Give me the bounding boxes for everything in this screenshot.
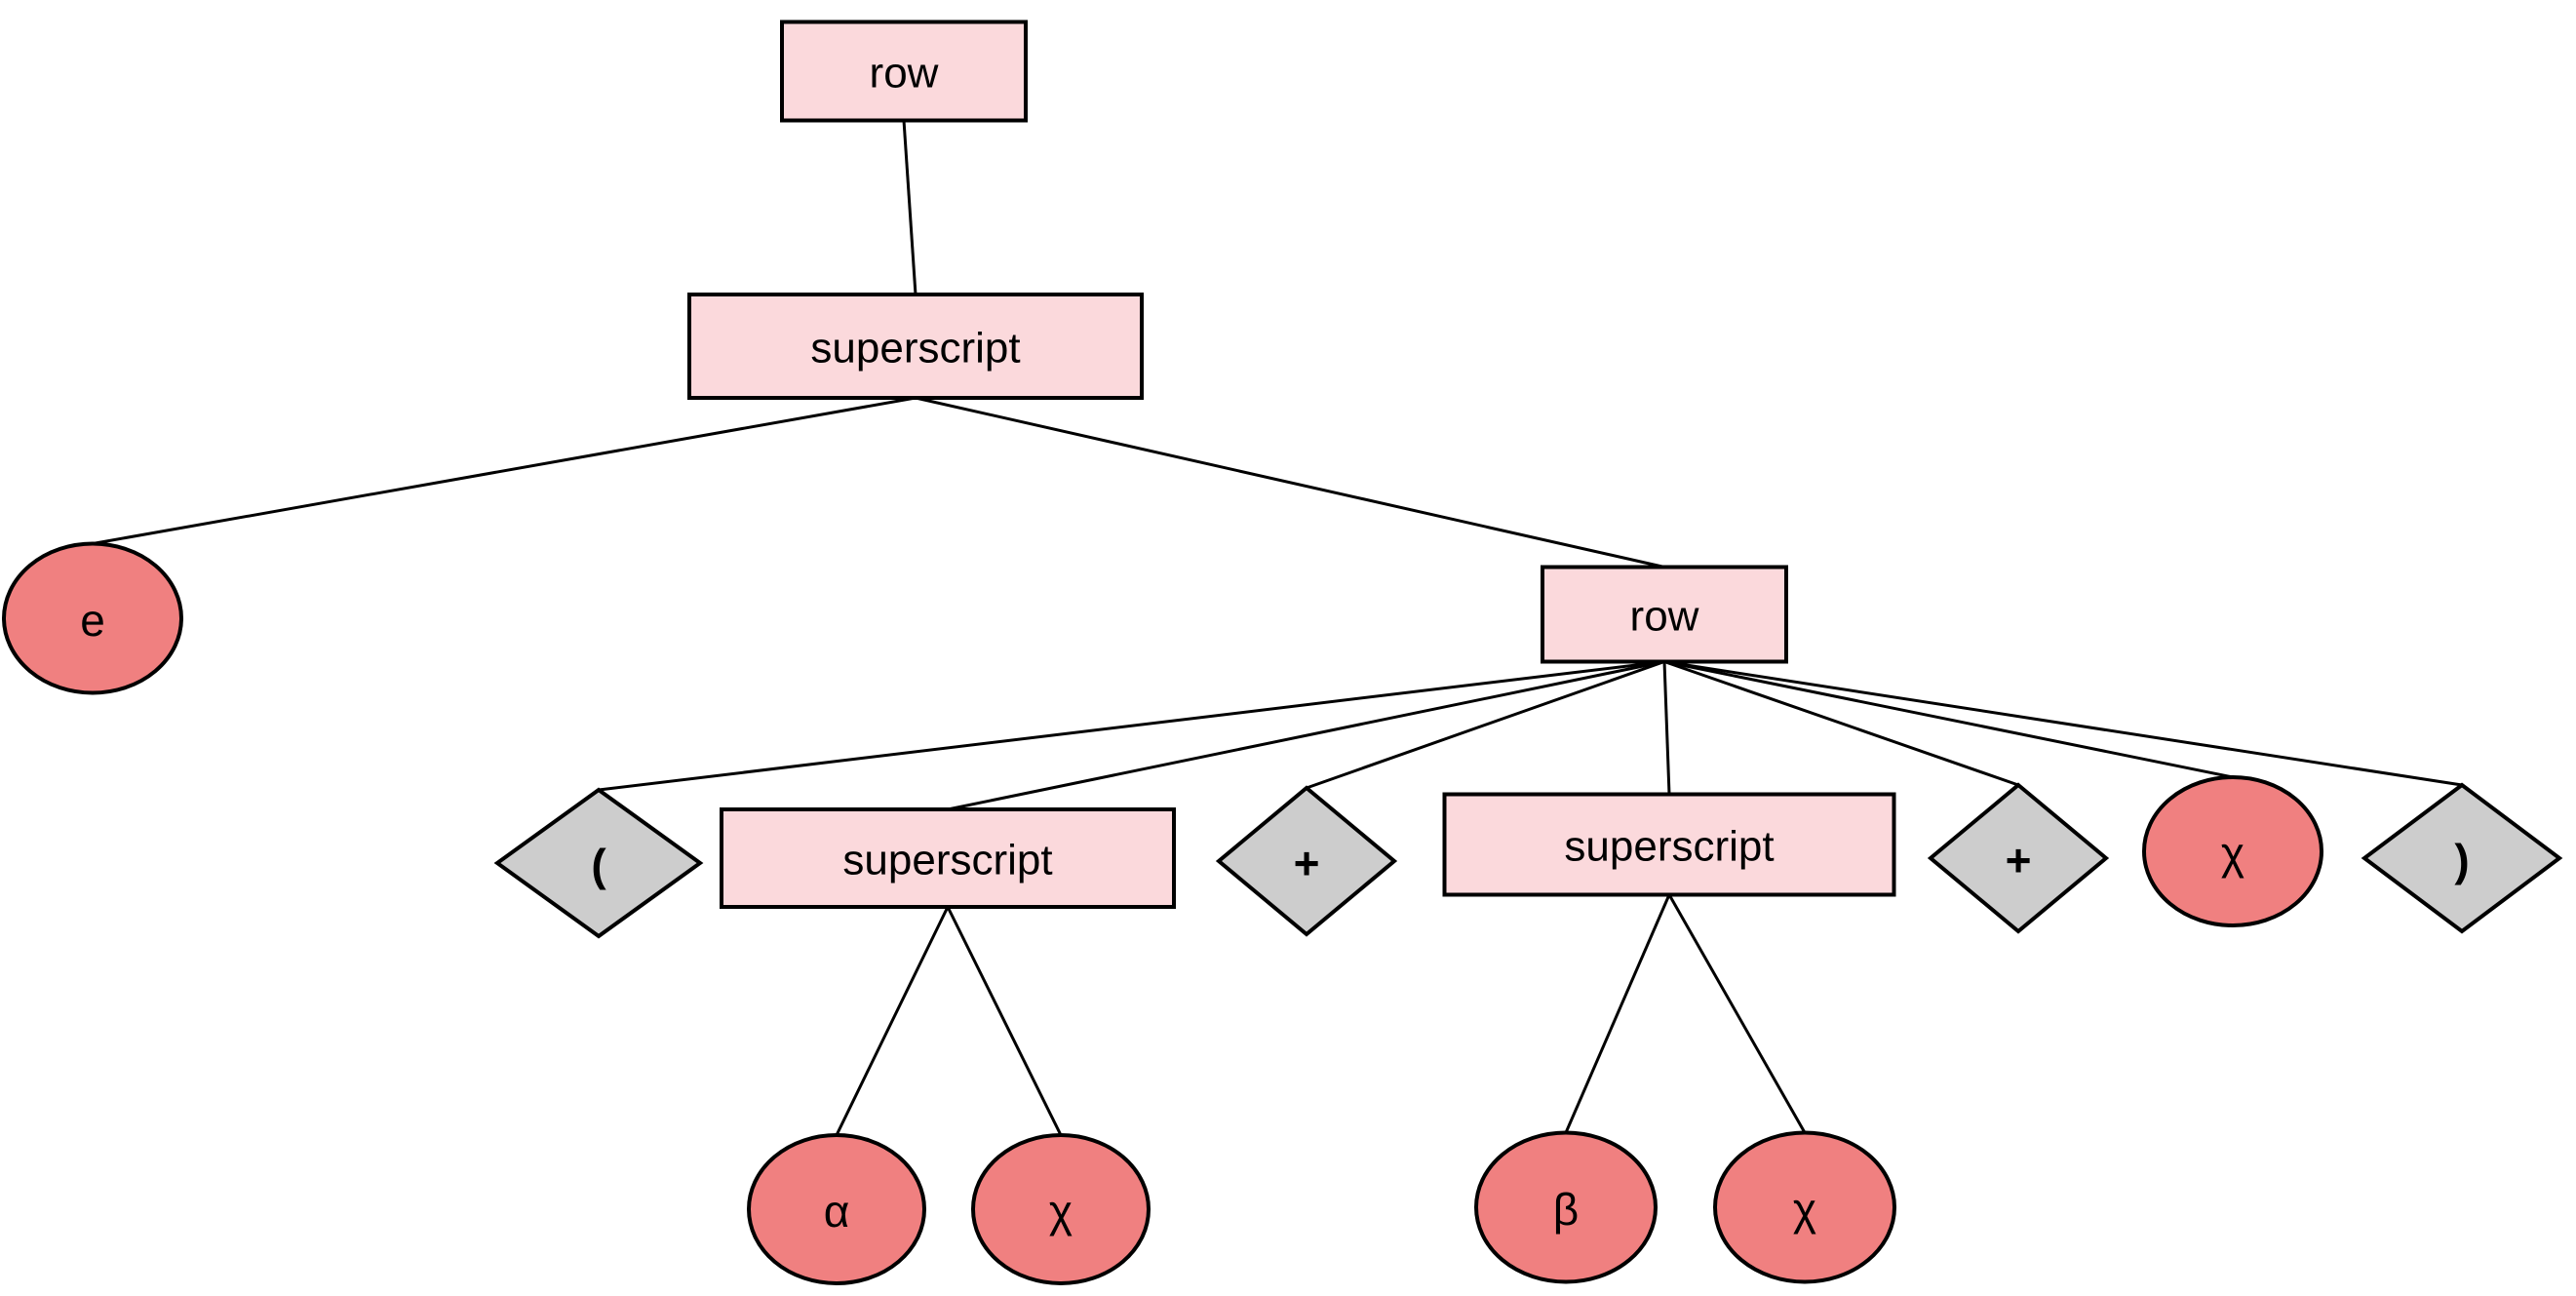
tree-edge <box>1663 660 2463 787</box>
tree-edge <box>598 660 1665 792</box>
node-label: superscript <box>842 837 1052 884</box>
node-label: row <box>1630 593 1699 641</box>
node-diamond <box>493 787 704 939</box>
tree-node-plus[interactable]: + <box>1215 785 1398 937</box>
tree-node-χ[interactable]: χ <box>2142 775 2323 927</box>
tree-node-rparen[interactable]: ) <box>2361 782 2563 934</box>
tree-edge <box>92 396 917 545</box>
tree-node-superscript[interactable]: superscript <box>687 293 1144 400</box>
node-diamond <box>1215 785 1398 937</box>
node-label: χ <box>2221 828 2244 879</box>
tree-edge <box>902 120 917 295</box>
tree-node-superscript[interactable]: superscript <box>1442 792 1896 897</box>
tree-node-superscript[interactable]: superscript <box>720 807 1176 909</box>
tree-edge <box>1663 660 2019 787</box>
tree-edge <box>1306 660 1665 790</box>
node-diamond <box>1927 782 2110 934</box>
tree-node-β[interactable]: β <box>1474 1130 1658 1284</box>
tree-edge <box>915 396 1665 569</box>
node-ellipse <box>971 1133 1151 1285</box>
node-label: β <box>1553 1184 1579 1235</box>
node-rect <box>1442 792 1896 897</box>
node-rect <box>1541 565 1788 664</box>
tree-node-e[interactable]: e <box>2 541 183 695</box>
node-layer: row superscript e row ( superscript + superscri… <box>2 20 2563 1285</box>
node-ellipse <box>1713 1130 1896 1284</box>
tree-edge <box>947 660 1665 811</box>
node-rect <box>687 293 1144 400</box>
tree-node-row[interactable]: row <box>780 20 1028 123</box>
node-label: superscript <box>810 325 1020 373</box>
node-rect <box>780 20 1028 123</box>
node-ellipse <box>747 1133 926 1285</box>
tree-edge <box>835 906 950 1136</box>
node-label: + <box>2006 835 2032 885</box>
node-label: e <box>80 595 105 646</box>
node-ellipse <box>2 541 183 695</box>
node-label: + <box>1294 838 1320 888</box>
tree-edge <box>1667 893 1807 1134</box>
edge-layer <box>92 120 2463 1136</box>
node-label: ) <box>2454 835 2469 885</box>
node-rect <box>720 807 1176 909</box>
node-ellipse <box>1474 1130 1658 1284</box>
tree-node-plus[interactable]: + <box>1927 782 2110 934</box>
tree-edge <box>1663 660 2234 779</box>
tree-edge <box>946 906 1063 1136</box>
tree-node-α[interactable]: α <box>747 1133 926 1285</box>
node-label: superscript <box>1564 823 1774 871</box>
tree-node-lparen[interactable]: ( <box>493 787 704 939</box>
node-ellipse <box>2142 775 2323 927</box>
tree-node-row[interactable]: row <box>1541 565 1788 664</box>
tree-node-χ[interactable]: χ <box>971 1133 1151 1285</box>
node-label: χ <box>1793 1184 1816 1235</box>
node-label: χ <box>1049 1186 1073 1237</box>
tree-node-χ[interactable]: χ <box>1713 1130 1896 1284</box>
node-label: row <box>870 50 939 98</box>
node-label: ( <box>591 840 606 890</box>
node-diamond <box>2361 782 2563 934</box>
tree-edge <box>1564 893 1671 1134</box>
tree-edge <box>1662 661 1671 795</box>
node-label: α <box>824 1186 850 1237</box>
